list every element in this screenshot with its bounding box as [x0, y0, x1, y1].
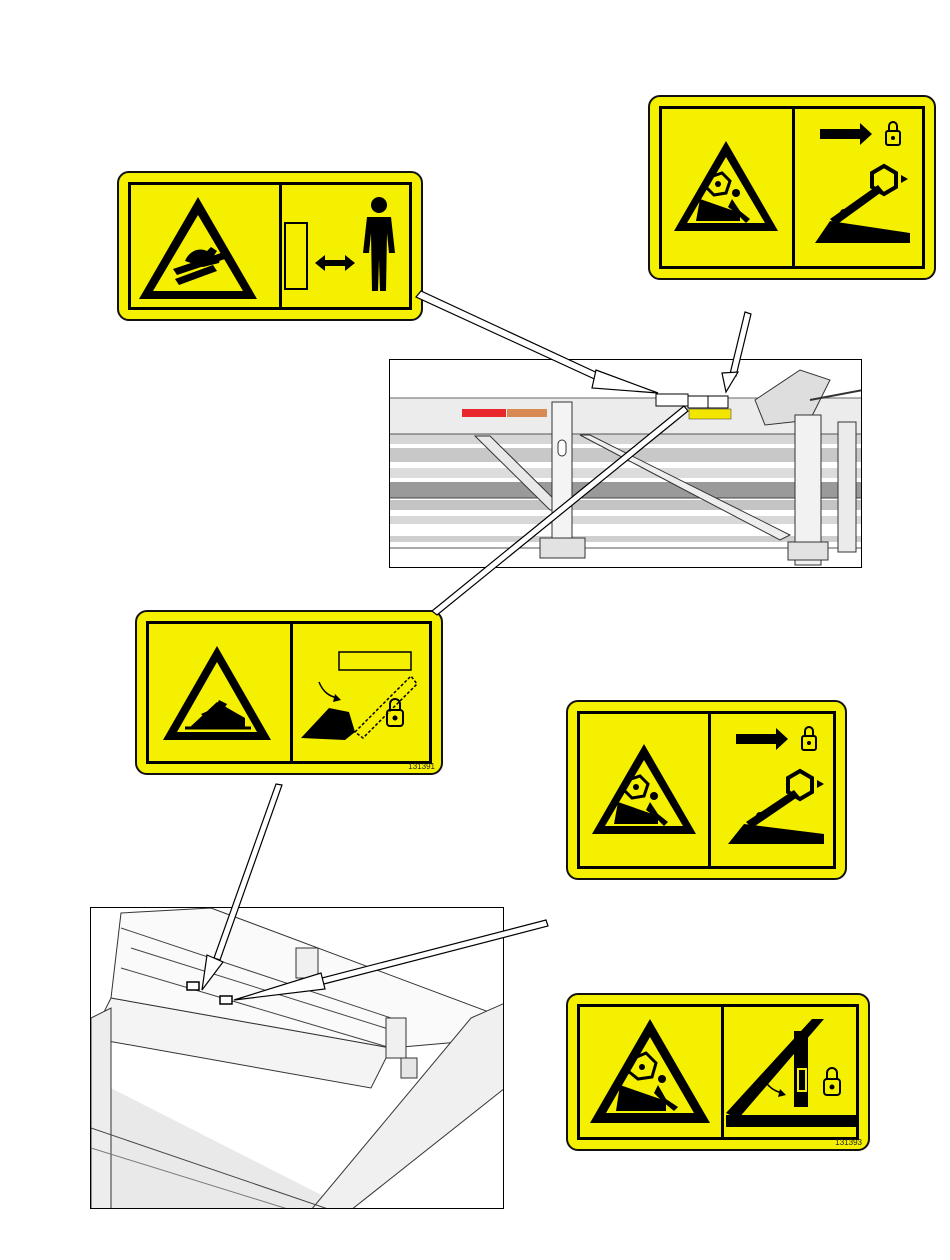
- leader-arrow: [730, 312, 751, 376]
- leader-arrow: [432, 406, 688, 615]
- leader-arrow: [592, 370, 658, 393]
- leader-arrow: [202, 955, 223, 990]
- leader-arrow: [318, 920, 548, 985]
- leader-arrow: [234, 973, 325, 1000]
- leader-arrow: [214, 784, 282, 960]
- leader-arrow: [416, 291, 604, 382]
- leader-arrow: [722, 372, 738, 392]
